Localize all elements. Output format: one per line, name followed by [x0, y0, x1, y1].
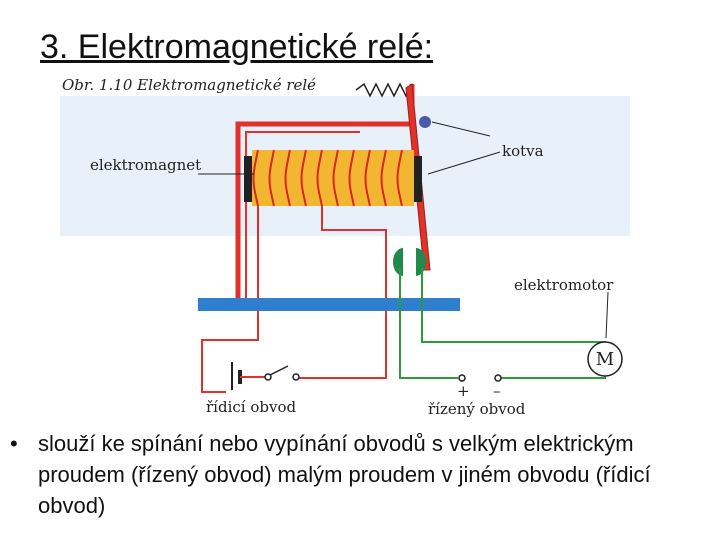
terminal-minus [494, 374, 502, 382]
coil-lead-right [296, 206, 387, 379]
coil-lead-left [201, 206, 259, 382]
minus-sign: – [493, 382, 501, 400]
core-left-plate [244, 156, 252, 202]
bullet-marker: • [10, 431, 18, 456]
label-controlled-circuit: řízený obvod [428, 400, 526, 418]
label-armature: kotva [502, 142, 544, 160]
coil-windings [252, 149, 403, 207]
controlled-wire-left [399, 268, 458, 379]
yoke-frame-inner [245, 131, 360, 298]
motor-pointer [605, 291, 609, 339]
figure-caption: Obr. 1.10 Elektromagnetické relé [62, 76, 316, 94]
switch-terminal-left [264, 373, 272, 381]
relay-diagram: Obr. 1.10 Elektromagnetické relé + [60, 76, 630, 418]
label-motor: elektromotor [514, 276, 614, 294]
terminal-plus [458, 374, 466, 382]
armature-leader [427, 151, 501, 175]
plus-sign: + [457, 382, 470, 400]
switch-blade [269, 365, 289, 376]
contact-right [416, 248, 426, 276]
pivot-leader [431, 121, 491, 137]
controlled-wire-return [500, 370, 606, 379]
contact-left [393, 248, 403, 276]
label-electromagnet: elektromagnet [90, 156, 201, 174]
spring [355, 82, 413, 98]
control-wire-bottom [201, 376, 266, 393]
motor-symbol: M [596, 349, 614, 370]
motor-icon [587, 341, 623, 377]
core-right-plate [414, 156, 422, 202]
bullet-text: slouží ke spínání nebo vypínání obvodů s… [38, 431, 651, 518]
bullet-point: • slouží ke spínání nebo vypínání obvodů… [10, 428, 700, 521]
slide-title: 3. Elektromagnetické relé: [40, 28, 434, 66]
armature-pivot [419, 116, 431, 128]
base-plate [198, 298, 460, 311]
switch-terminal-right [292, 373, 300, 381]
label-control-circuit: řídicí obvod [206, 398, 296, 416]
